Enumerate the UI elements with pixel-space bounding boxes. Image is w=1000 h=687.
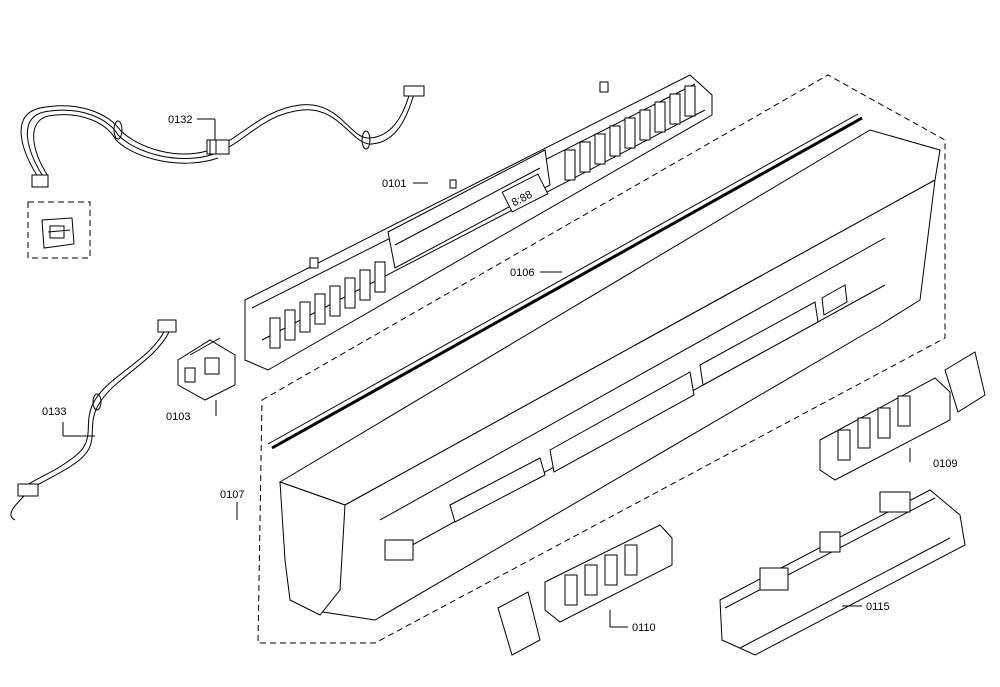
label-0133: 0133 [42,406,95,437]
label-0110: 0110 [609,610,656,634]
wiring-harness-0133 [10,319,177,521]
part-number-0110: 0110 [632,622,656,634]
part-number-0103: 0103 [166,411,190,423]
label-0132: 0132 [168,114,216,140]
part-number-0107: 0107 [220,489,244,501]
component-0103 [177,337,236,401]
label-0103: 0103 [166,400,217,423]
label-0106: 0106 [510,267,562,279]
part-number-0115: 0115 [866,601,890,613]
control-panel-0101: 8:88 [244,74,713,371]
label-0101: 0101 [382,178,428,190]
label-0109: 0109 [909,448,957,470]
panel-housing-0107 [257,74,946,644]
part-number-0106: 0106 [510,267,534,279]
button-cluster-right [564,85,696,181]
button-carrier-0110 [497,524,673,656]
label-0115: 0115 [842,601,890,613]
cover-0115 [719,489,966,656]
part-number-0109: 0109 [933,458,957,470]
part-number-0101: 0101 [382,178,406,190]
door-switch-box [27,201,91,259]
part-number-0132: 0132 [168,114,192,126]
part-number-0133: 0133 [42,406,66,418]
wiring-harness-0132 [20,85,425,188]
label-0107: 0107 [220,489,244,520]
seal-strip-0106 [267,113,863,450]
button-cluster-left [269,261,386,349]
button-carrier-0109 [819,351,986,481]
